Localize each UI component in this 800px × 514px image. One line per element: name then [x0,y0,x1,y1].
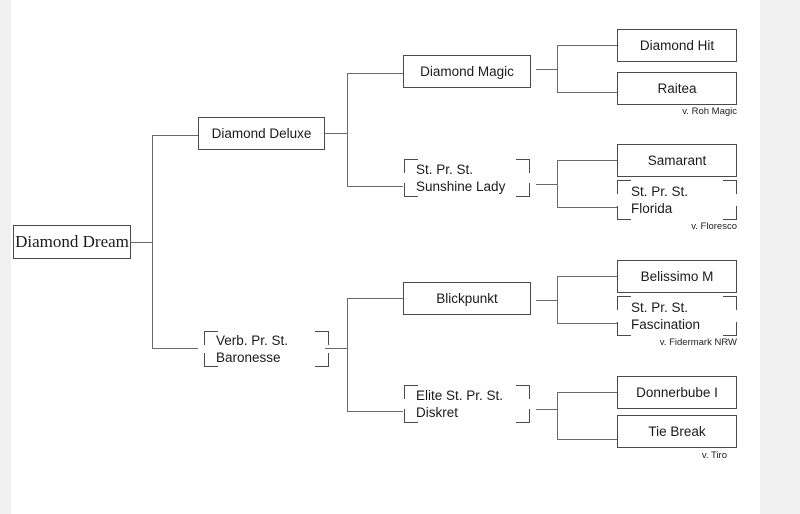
node-label: Diamond Magic [420,63,514,79]
node-label: St. Pr. St. Sunshine Lady [416,161,506,194]
node-g3-blickpunkt[interactable]: Blickpunkt [403,282,531,315]
node-g4-samarant[interactable]: Samarant [617,144,737,177]
node-label: Diamond Dream [15,232,129,252]
connector-root-spine [152,135,153,349]
connector-root-arm-top [152,135,198,136]
node-g2-verb-pr-st-baronesse[interactable]: Verb. Pr. St. Baronesse [204,331,329,367]
connector-g3d-arm-bottom [557,439,617,440]
node-g4-raitea[interactable]: Raitea [617,72,737,105]
connector-g2a-arm-top [347,73,403,74]
connector-root-stub [131,242,152,243]
node-label: Verb. Pr. St. Baronesse [216,332,289,365]
connector-g3d-arm-top [557,392,617,393]
annotation-sire-floresco: v. Floresco [691,221,737,232]
node-g4-belissimo-m[interactable]: Belissimo M [617,260,737,293]
node-label: Belissimo M [640,268,714,284]
connector-g3a-spine [557,45,558,93]
node-g3-st-pr-st-sunshine-lady[interactable]: St. Pr. St. Sunshine Lady [404,159,530,197]
node-label: Raitea [657,80,697,96]
connector-g3d-spine [557,392,558,440]
connector-g3a-stub [536,69,557,70]
node-label: Blickpunkt [436,290,498,306]
connector-g3d-stub [536,409,557,410]
annotation-sire-tiro: v. Tiro [701,450,727,461]
connector-g3b-arm-top [557,160,617,161]
connector-g2a-spine [347,73,348,187]
node-label: Elite St. Pr. St. Diskret [416,387,504,420]
node-label: Tie Break [648,423,706,439]
connector-g3c-arm-bottom [557,323,617,324]
connector-g3b-arm-bottom [557,207,617,208]
node-g4-donnerbube-i[interactable]: Donnerbube I [617,376,737,409]
node-g4-tie-break[interactable]: Tie Break [617,415,737,448]
connector-g3c-spine [557,276,558,324]
connector-g2a-arm-bottom [347,186,403,187]
connector-g3a-arm-top [557,45,617,46]
node-label: Donnerbube I [636,384,718,400]
annotation-sire-fidermark-nrw: v. Fidermark NRW [659,337,737,348]
node-label: Diamond Deluxe [211,125,312,141]
node-g4-st-pr-st-florida[interactable]: St. Pr. St. Florida [617,180,737,220]
page-sheet: Diamond Dream Diamond Deluxe Verb. Pr. S… [11,0,760,514]
connector-g3c-stub [536,300,557,301]
connector-g2a-stub [325,133,347,134]
connector-g3c-arm-top [557,276,617,277]
node-label: Samarant [647,152,707,168]
connector-g2b-arm-top [347,298,403,299]
connector-root-arm-bottom [152,348,198,349]
node-label: St. Pr. St. Florida [631,183,689,216]
connector-g2b-stub [325,348,347,349]
node-label: Diamond Hit [639,37,715,53]
connector-g3b-stub [536,184,557,185]
connector-g3a-arm-bottom [557,92,617,93]
connector-g3b-spine [557,160,558,208]
node-g3-diamond-magic[interactable]: Diamond Magic [403,55,531,88]
node-g3-elite-st-pr-st-diskret[interactable]: Elite St. Pr. St. Diskret [404,385,530,423]
connector-g2b-arm-bottom [347,411,403,412]
node-g4-diamond-hit[interactable]: Diamond Hit [617,29,737,62]
node-g2-diamond-deluxe[interactable]: Diamond Deluxe [198,117,325,150]
node-root-diamond-dream[interactable]: Diamond Dream [13,225,131,259]
node-label: St. Pr. St. Fascination [631,299,701,332]
annotation-sire-roh-magic: v. Roh Magic [682,106,737,117]
connector-g2b-spine [347,298,348,412]
node-g4-st-pr-st-fascination[interactable]: St. Pr. St. Fascination [617,296,737,336]
